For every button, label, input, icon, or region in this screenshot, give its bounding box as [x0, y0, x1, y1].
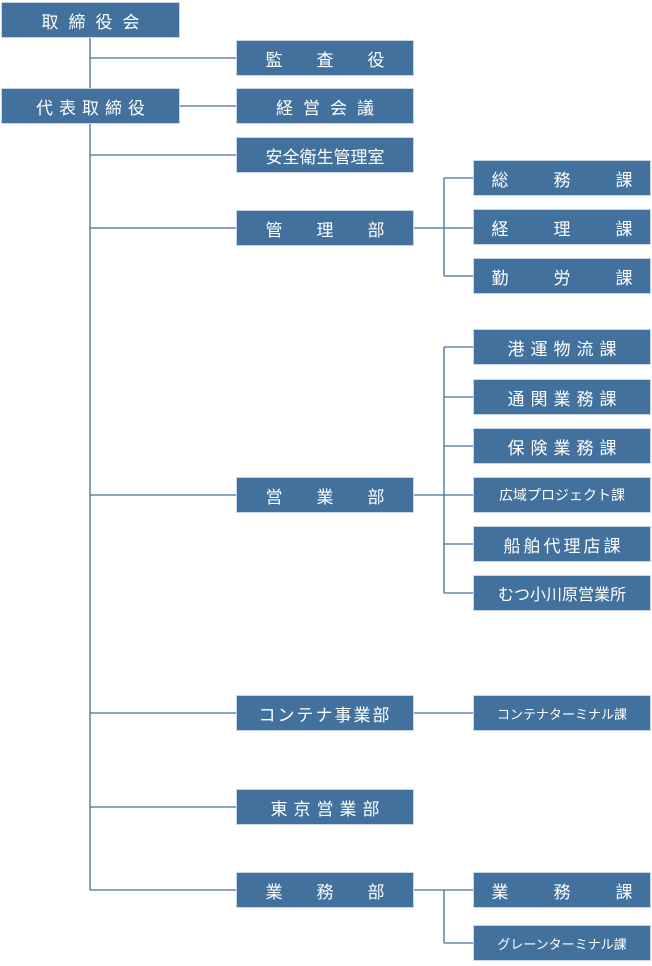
- insurance-box: 保険業務課: [473, 428, 651, 464]
- accounting-label: 経理課: [491, 219, 633, 240]
- ship-agency-label: 船舶代理店課: [503, 536, 624, 557]
- president-label: 代表取締役: [36, 98, 151, 119]
- customs-box: 通関業務課: [473, 379, 651, 415]
- general-affairs-label: 総務課: [491, 170, 633, 191]
- sales-dept-box: 営業部: [236, 477, 414, 513]
- operations-dept-label: 業務部: [265, 882, 419, 903]
- admin-dept-label: 管理部: [265, 220, 419, 241]
- safety-office-box: 安全衛生管理室: [236, 137, 414, 173]
- tokyo-sales-box: 東京営業部: [236, 789, 414, 825]
- mutsu-ogawara-office-label: むつ小川原営業所: [497, 585, 626, 604]
- insurance-label: 保険業務課: [507, 438, 623, 459]
- customs-label: 通関業務課: [507, 389, 623, 410]
- management-meeting-box: 経営会議: [236, 88, 414, 124]
- mutsu-ogawara-office-box: むつ小川原営業所: [473, 575, 651, 611]
- operations-dept-box: 業務部: [236, 872, 414, 908]
- grain-terminal-box: グレーンターミナル課: [473, 925, 651, 961]
- auditor-label: 監査役: [265, 50, 419, 71]
- container-dept-box: コンテナ事業部: [236, 695, 414, 731]
- grain-terminal-label: グレーンターミナル課: [497, 937, 627, 953]
- board-of-directors-label: 取締役会: [41, 12, 150, 33]
- president-box: 代表取締役: [1, 88, 180, 124]
- labor-label: 勤労課: [491, 268, 633, 289]
- admin-dept-box: 管理部: [236, 210, 414, 246]
- general-affairs-box: 総務課: [473, 160, 651, 196]
- port-logistics-box: 港運物流課: [473, 329, 651, 365]
- auditor-box: 監査役: [236, 40, 414, 76]
- container-terminal-label: コンテナターミナル課: [496, 707, 627, 723]
- board-of-directors-box: 取締役会: [1, 2, 180, 38]
- tokyo-sales-label: 東京営業部: [270, 799, 386, 820]
- operations-section-label: 業務課: [491, 882, 633, 903]
- management-meeting-label: 経営会議: [276, 98, 384, 119]
- accounting-box: 経理課: [473, 209, 651, 245]
- wide-area-project-label: 広域プロジェクト課: [499, 488, 625, 504]
- ship-agency-box: 船舶代理店課: [473, 526, 651, 562]
- wide-area-project-box: 広域プロジェクト課: [473, 477, 651, 513]
- operations-section-box: 業務課: [473, 872, 651, 908]
- port-logistics-label: 港運物流課: [507, 339, 623, 360]
- container-dept-label: コンテナ事業部: [258, 705, 392, 726]
- sales-dept-label: 営業部: [265, 487, 419, 508]
- labor-box: 勤労課: [473, 258, 651, 294]
- safety-office-label: 安全衛生管理室: [265, 147, 385, 168]
- container-terminal-box: コンテナターミナル課: [473, 695, 651, 731]
